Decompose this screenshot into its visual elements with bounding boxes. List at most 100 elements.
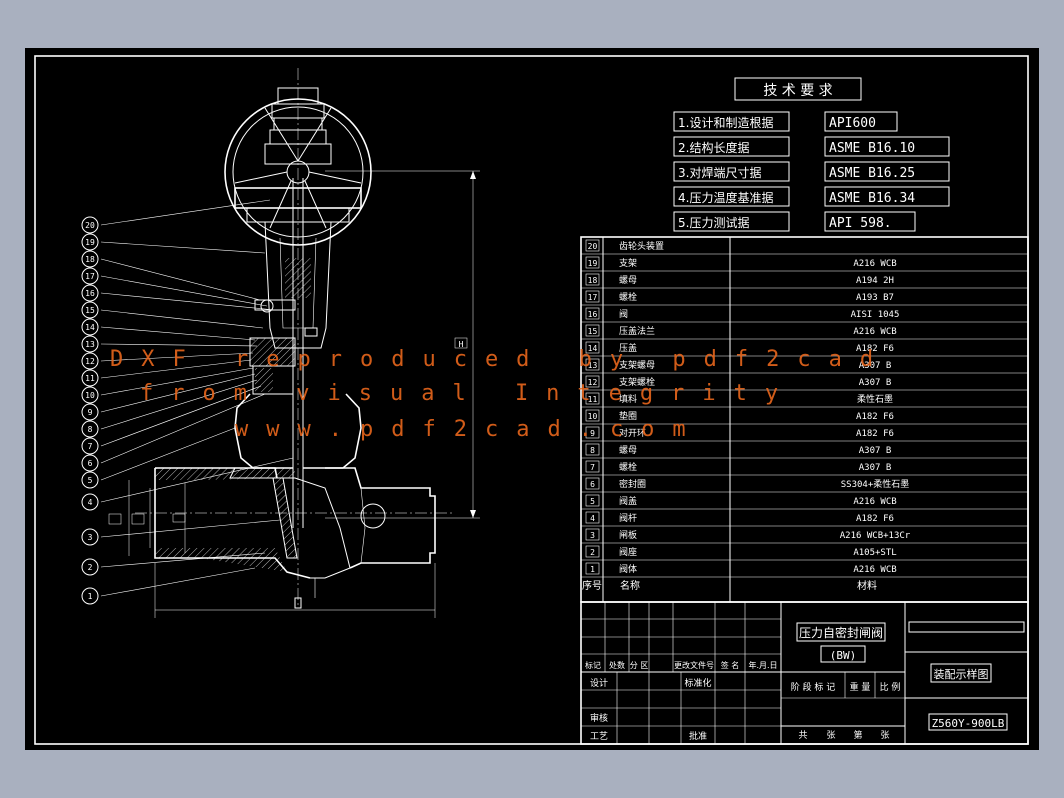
req-value-5: API 598.	[829, 216, 892, 231]
part-name: 压盖法兰	[619, 325, 655, 337]
req-label-3: 3.对焊端尺寸据	[678, 165, 761, 180]
parts-row: 18 螺母 A194 2H	[581, 273, 1028, 289]
req-value-3: ASME B16.25	[829, 166, 915, 181]
rev-header-zone: 分 区	[630, 661, 649, 670]
part-name: 螺母	[619, 275, 637, 286]
svg-text:1: 1	[88, 592, 93, 601]
part-material: A182 F6	[856, 344, 894, 354]
part-number: 17	[588, 293, 598, 302]
drawing-sheet: H 20 19 18 17 1	[25, 48, 1039, 750]
part-number: 5	[590, 497, 595, 506]
dim-height-label: H	[459, 340, 464, 349]
part-number: 18	[588, 276, 598, 285]
weight-label: 重 量	[850, 681, 871, 693]
part-name: 阀盖	[619, 495, 637, 507]
product-sub: (BW)	[830, 649, 857, 662]
svg-text:2: 2	[88, 563, 93, 572]
part-number: 2	[590, 548, 595, 557]
req-value-4: ASME B16.34	[829, 191, 915, 206]
callout-6: 6	[81, 454, 99, 472]
callout-16: 16	[81, 284, 99, 302]
part-number: 19	[588, 259, 598, 268]
part-number: 12	[588, 378, 598, 387]
parts-row: 10 垫圈 A182 F6	[581, 409, 1028, 425]
req-label-5: 5.压力测试据	[678, 215, 749, 230]
part-material: A182 F6	[856, 412, 894, 422]
part-name: 闸板	[619, 529, 637, 541]
callout-15: 15	[81, 301, 99, 319]
callout-19: 19	[81, 233, 99, 251]
header-name: 名称	[620, 579, 640, 592]
part-number: 15	[588, 327, 598, 336]
part-material: SS304+柔性石墨	[841, 478, 910, 490]
part-name: 阀	[619, 309, 628, 320]
svg-text:共: 共	[798, 730, 807, 741]
stage-mark-label: 阶 段 标 记	[791, 681, 836, 693]
parts-header-row: 序号 名称 材料	[582, 579, 877, 592]
callout-8: 8	[81, 420, 99, 438]
valve-assembly	[135, 68, 455, 609]
part-number: 4	[590, 514, 595, 523]
header-material: 材料	[857, 579, 877, 592]
part-number: 1	[590, 565, 595, 574]
watermark-line-1: DXF reproduced by pdf2cad	[110, 347, 891, 372]
req-label-1: 1.设计和制造根据	[678, 116, 773, 130]
svg-text:张: 张	[826, 730, 835, 741]
svg-text:17: 17	[85, 272, 95, 281]
part-number: 10	[588, 412, 598, 421]
title-block: 标记 处数 分 区 更改文件号 签 名 年.月.日 设计 标准化 审核 工艺 批…	[580, 601, 1029, 745]
part-name: 阀座	[619, 546, 637, 558]
watermark-line-2: from visual Integrity	[140, 381, 796, 406]
drawing-type: 装配示样图	[934, 667, 989, 681]
part-name: 支架螺母	[619, 359, 655, 371]
header-no: 序号	[582, 579, 602, 592]
part-number: 3	[590, 531, 595, 540]
part-name: 螺母	[619, 445, 637, 456]
model-number: Z560Y-900LB	[932, 717, 1005, 730]
part-material: A194 2H	[856, 276, 894, 286]
part-material: AISI 1045	[851, 310, 900, 320]
part-name: 阀杆	[619, 512, 637, 524]
part-name: 垫圈	[619, 410, 637, 422]
req-value-2: ASME B16.10	[829, 141, 915, 156]
callout-4: 4	[81, 493, 99, 511]
part-number: 11	[588, 395, 598, 404]
svg-text:第: 第	[853, 729, 862, 741]
part-material: A216 WCB	[853, 259, 896, 269]
callout-leaders	[100, 199, 294, 597]
watermark-line-3: www.pdf2cad.com	[235, 417, 704, 442]
tech-requirements-title: 技 术 要 求	[763, 83, 832, 99]
callout-2: 2	[81, 558, 99, 576]
part-material: A182 F6	[856, 514, 894, 524]
req-label-2: 2.结构长度据	[678, 140, 749, 155]
svg-text:张: 张	[880, 730, 889, 741]
part-material: A307 B	[859, 378, 892, 388]
cad-drawing: H 20 19 18 17 1	[34, 55, 1029, 745]
part-material: A193 B7	[856, 293, 894, 303]
rev-header-mark: 标记	[585, 660, 601, 670]
callout-11: 11	[81, 369, 99, 387]
part-number: 9	[590, 429, 595, 438]
svg-text:18: 18	[85, 255, 95, 264]
callout-1: 1	[81, 587, 99, 605]
part-material: A216 WCB	[853, 327, 896, 337]
callout-bubbles: 20 19 18 17 16 15 14 13 12 11 10 9 8 7 6…	[81, 216, 99, 605]
part-material: A307 B	[859, 361, 892, 371]
part-material: A307 B	[859, 446, 892, 456]
part-name: 密封圈	[619, 478, 646, 490]
svg-text:8: 8	[88, 425, 93, 434]
svg-text:19: 19	[85, 238, 95, 247]
callout-14: 14	[81, 318, 99, 336]
callout-3: 3	[81, 528, 99, 546]
part-material: A216 WCB	[853, 497, 896, 507]
